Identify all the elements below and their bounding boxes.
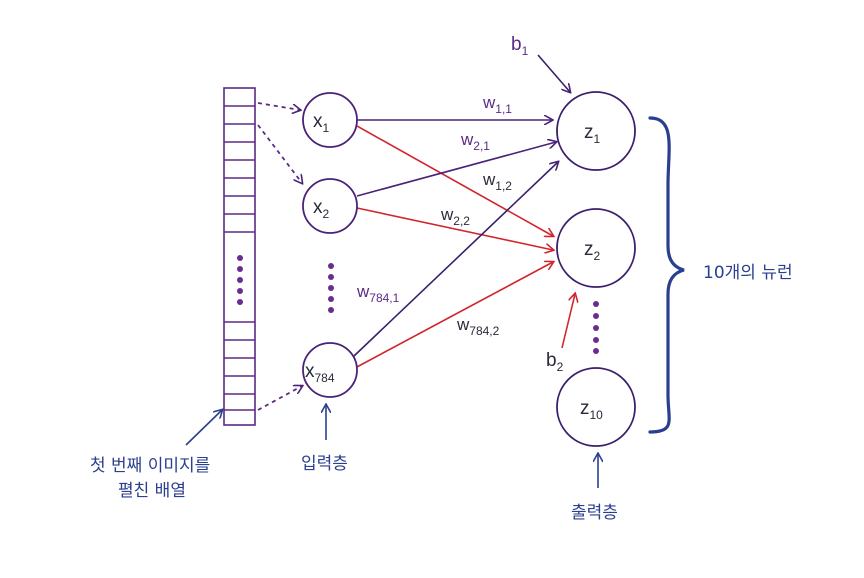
bias-label-b2: b2 bbox=[546, 350, 564, 374]
array-label-arrow bbox=[185, 410, 222, 446]
connections bbox=[353, 120, 558, 369]
input-label-x2: x2 bbox=[313, 197, 330, 221]
array-ellipsis-dots bbox=[237, 255, 243, 305]
output-node-z2 bbox=[556, 208, 636, 288]
weight-label-w784-2: w784,2 bbox=[456, 315, 500, 338]
edge-x784-z2 bbox=[354, 262, 553, 369]
output-layer-caption: 출력층 bbox=[571, 503, 618, 523]
dashed-arrow-x784 bbox=[257, 386, 302, 411]
output-brace bbox=[648, 116, 685, 434]
weight-label-w784-1: w784,1 bbox=[356, 282, 400, 305]
input-node-x2 bbox=[302, 178, 358, 234]
bias-arrow-b2 bbox=[561, 294, 575, 349]
edge-x1-z2 bbox=[356, 125, 553, 236]
bias-label-b1: b1 bbox=[511, 34, 529, 58]
output-node-z1 bbox=[556, 91, 636, 171]
output-layer-nodes bbox=[556, 91, 636, 447]
weight-label-w12: w1,2 bbox=[482, 170, 512, 193]
edge-x784-z1 bbox=[353, 162, 558, 357]
neuron-count-caption: 10개의 뉴런 bbox=[703, 263, 793, 283]
weight-label-w11: w1,1 bbox=[482, 93, 512, 116]
weight-label-w21: w2,1 bbox=[460, 130, 490, 153]
array-cells-bottom bbox=[224, 321, 255, 411]
input-node-x784 bbox=[302, 342, 358, 398]
array-caption-line1: 첫 번째 이미지를 bbox=[90, 456, 210, 476]
input-layer-caption: 입력층 bbox=[301, 454, 348, 474]
output-label-z10: z10 bbox=[580, 398, 603, 422]
output-node-z10 bbox=[556, 367, 636, 447]
input-label-x1: x1 bbox=[313, 111, 330, 135]
array-cells-top bbox=[224, 105, 255, 233]
input-layer-nodes bbox=[302, 92, 358, 398]
dashed-arrow-x2 bbox=[257, 124, 302, 183]
flattened-array bbox=[223, 87, 256, 426]
output-label-z1: z1 bbox=[584, 122, 601, 146]
array-frame bbox=[223, 87, 256, 426]
output-ellipsis-dots bbox=[593, 301, 599, 354]
input-label-x784: x784 bbox=[305, 361, 335, 385]
dashed-arrow-x1 bbox=[257, 102, 300, 110]
output-label-z2: z2 bbox=[584, 239, 601, 263]
edge-x2-z1 bbox=[356, 142, 556, 197]
input-ellipsis-dots bbox=[328, 263, 334, 313]
input-node-x1 bbox=[302, 92, 358, 148]
bias-arrow-b1 bbox=[537, 54, 570, 92]
edge-x2-z2 bbox=[356, 207, 553, 250]
array-to-input-arrows bbox=[257, 102, 302, 411]
weight-label-w22: w2,2 bbox=[440, 205, 470, 228]
array-caption-line2: 펼친 배열 bbox=[118, 481, 186, 501]
